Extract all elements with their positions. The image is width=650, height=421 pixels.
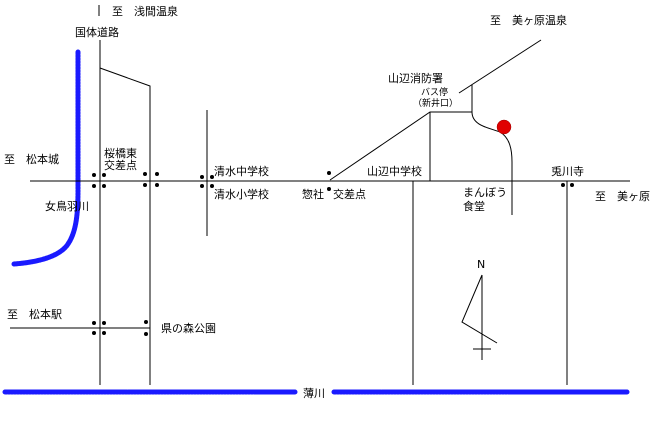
label-to-matsumoto-castle: 至 松本城 [4, 152, 59, 166]
label-to-utsukushigahara: 至 美ヶ原 [595, 190, 650, 203]
label-shimizu-jhs: 清水中学校 [214, 164, 269, 178]
north-arrow-icon: N [461, 258, 498, 360]
label-metoba-river: 女鳥羽川 [45, 199, 89, 213]
label-to-utsukushigahara-onsen: 至 美ヶ原温泉 [490, 13, 567, 27]
label-kokutai-road: 国体道路 [75, 25, 119, 39]
label-yamabe-fire-station: 山辺消防署 [388, 71, 443, 85]
metoba-river [11, 49, 81, 267]
label-bus-stop: バス停 [421, 86, 448, 98]
label-shimizu-es: 清水小学校 [214, 187, 269, 201]
label-yamabe-jhs: 山辺中学校 [367, 164, 422, 178]
label-arai-guchi: （新井口） [413, 97, 458, 109]
label-sosha: 惣社 [302, 187, 324, 201]
north-label: N [477, 258, 485, 271]
label-sosha-crossing: 交差点 [333, 187, 366, 201]
label-sakurabashi: 桜橋東 [104, 146, 137, 160]
traffic-signal-dots [92, 171, 574, 336]
label-kennomori-park: 県の森公園 [161, 321, 216, 335]
label-manbou: まんぼう [463, 186, 507, 199]
destination-marker[interactable] [496, 119, 512, 135]
label-to-asama: 至 浅間温泉 [112, 4, 178, 18]
label-manbou-shokudo: 食堂 [463, 199, 485, 213]
label-susuki-river: 薄川 [303, 386, 325, 400]
label-tosenji: 兎川寺 [551, 165, 584, 178]
label-sakurabashi-crossing: 交差点 [104, 158, 137, 172]
label-to-matsumoto-station: 至 松本駅 [7, 307, 62, 321]
